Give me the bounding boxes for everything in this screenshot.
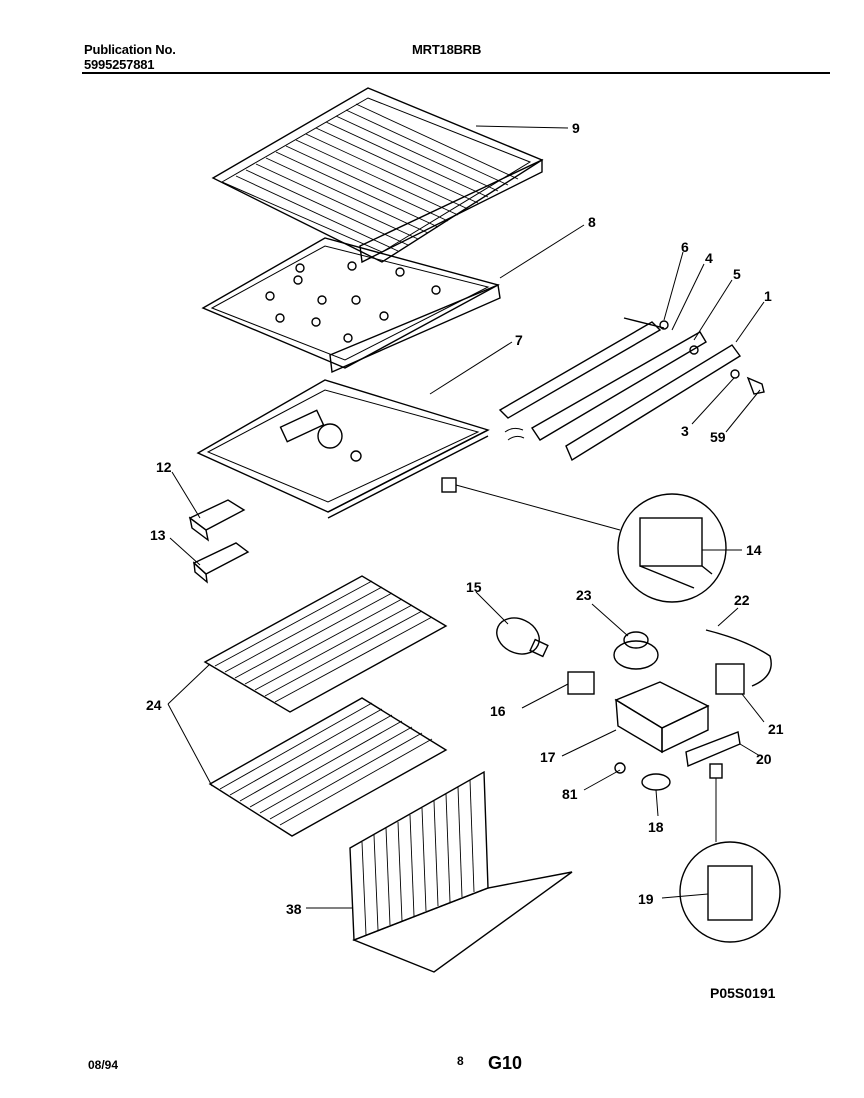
callout-7: 7 bbox=[515, 332, 523, 348]
callout-19: 19 bbox=[638, 891, 654, 907]
callout-5: 5 bbox=[733, 266, 741, 282]
butter-dish-12 bbox=[188, 499, 246, 542]
callout-6: 6 bbox=[681, 239, 689, 255]
shelf-plate-7 bbox=[196, 379, 490, 519]
wire-basket-38 bbox=[349, 770, 573, 973]
rail-assembly bbox=[498, 317, 765, 462]
model-number: MRT18BRB bbox=[412, 42, 482, 57]
callout-59: 59 bbox=[710, 429, 726, 445]
callout-1: 1 bbox=[764, 288, 772, 304]
callout-17: 17 bbox=[540, 749, 556, 765]
section-code: G10 bbox=[488, 1053, 523, 1073]
defrost-timer-23 bbox=[613, 631, 659, 670]
callout-8: 8 bbox=[588, 214, 596, 230]
callout-21: 21 bbox=[768, 721, 784, 737]
shelf-frame-8 bbox=[201, 237, 501, 374]
callout-9: 9 bbox=[572, 120, 580, 136]
wire-shelf-24-upper bbox=[203, 575, 448, 713]
dairy-tray-13 bbox=[192, 542, 250, 584]
callout-20: 20 bbox=[756, 751, 772, 767]
callout-4: 4 bbox=[705, 250, 713, 266]
callout-13: 13 bbox=[150, 527, 166, 543]
callout-15: 15 bbox=[466, 579, 482, 595]
callout-18: 18 bbox=[648, 819, 664, 835]
thermostat-16 bbox=[567, 671, 595, 695]
publication-number: 5995257881 bbox=[84, 57, 155, 72]
light-bulb-15 bbox=[496, 617, 549, 658]
diagram-code: P05S0191 bbox=[710, 985, 776, 1001]
callout-16: 16 bbox=[490, 703, 506, 719]
publication-label: Publication No. bbox=[84, 42, 176, 57]
header-rule bbox=[82, 72, 830, 74]
shelf-cover-9 bbox=[211, 87, 544, 264]
callout-38: 38 bbox=[286, 901, 302, 917]
callout-22: 22 bbox=[734, 592, 750, 608]
callout-3: 3 bbox=[681, 423, 689, 439]
sensor-22 bbox=[705, 629, 772, 687]
detail-circle-14 bbox=[441, 477, 727, 603]
wire-shelf-24-lower bbox=[208, 697, 448, 837]
switch-21 bbox=[715, 663, 745, 695]
control-housing-17 bbox=[614, 681, 710, 754]
screw-81 bbox=[614, 762, 626, 774]
revision-date: 08/94 bbox=[88, 1058, 119, 1072]
callout-14: 14 bbox=[746, 542, 762, 558]
detail-circle-19 bbox=[679, 763, 781, 943]
knob-18 bbox=[641, 773, 671, 791]
callout-24: 24 bbox=[146, 697, 162, 713]
callout-23: 23 bbox=[576, 587, 592, 603]
page-number: 8 bbox=[457, 1054, 464, 1068]
callout-12: 12 bbox=[156, 459, 172, 475]
callout-81: 81 bbox=[562, 786, 578, 802]
leader-lines bbox=[167, 125, 765, 909]
